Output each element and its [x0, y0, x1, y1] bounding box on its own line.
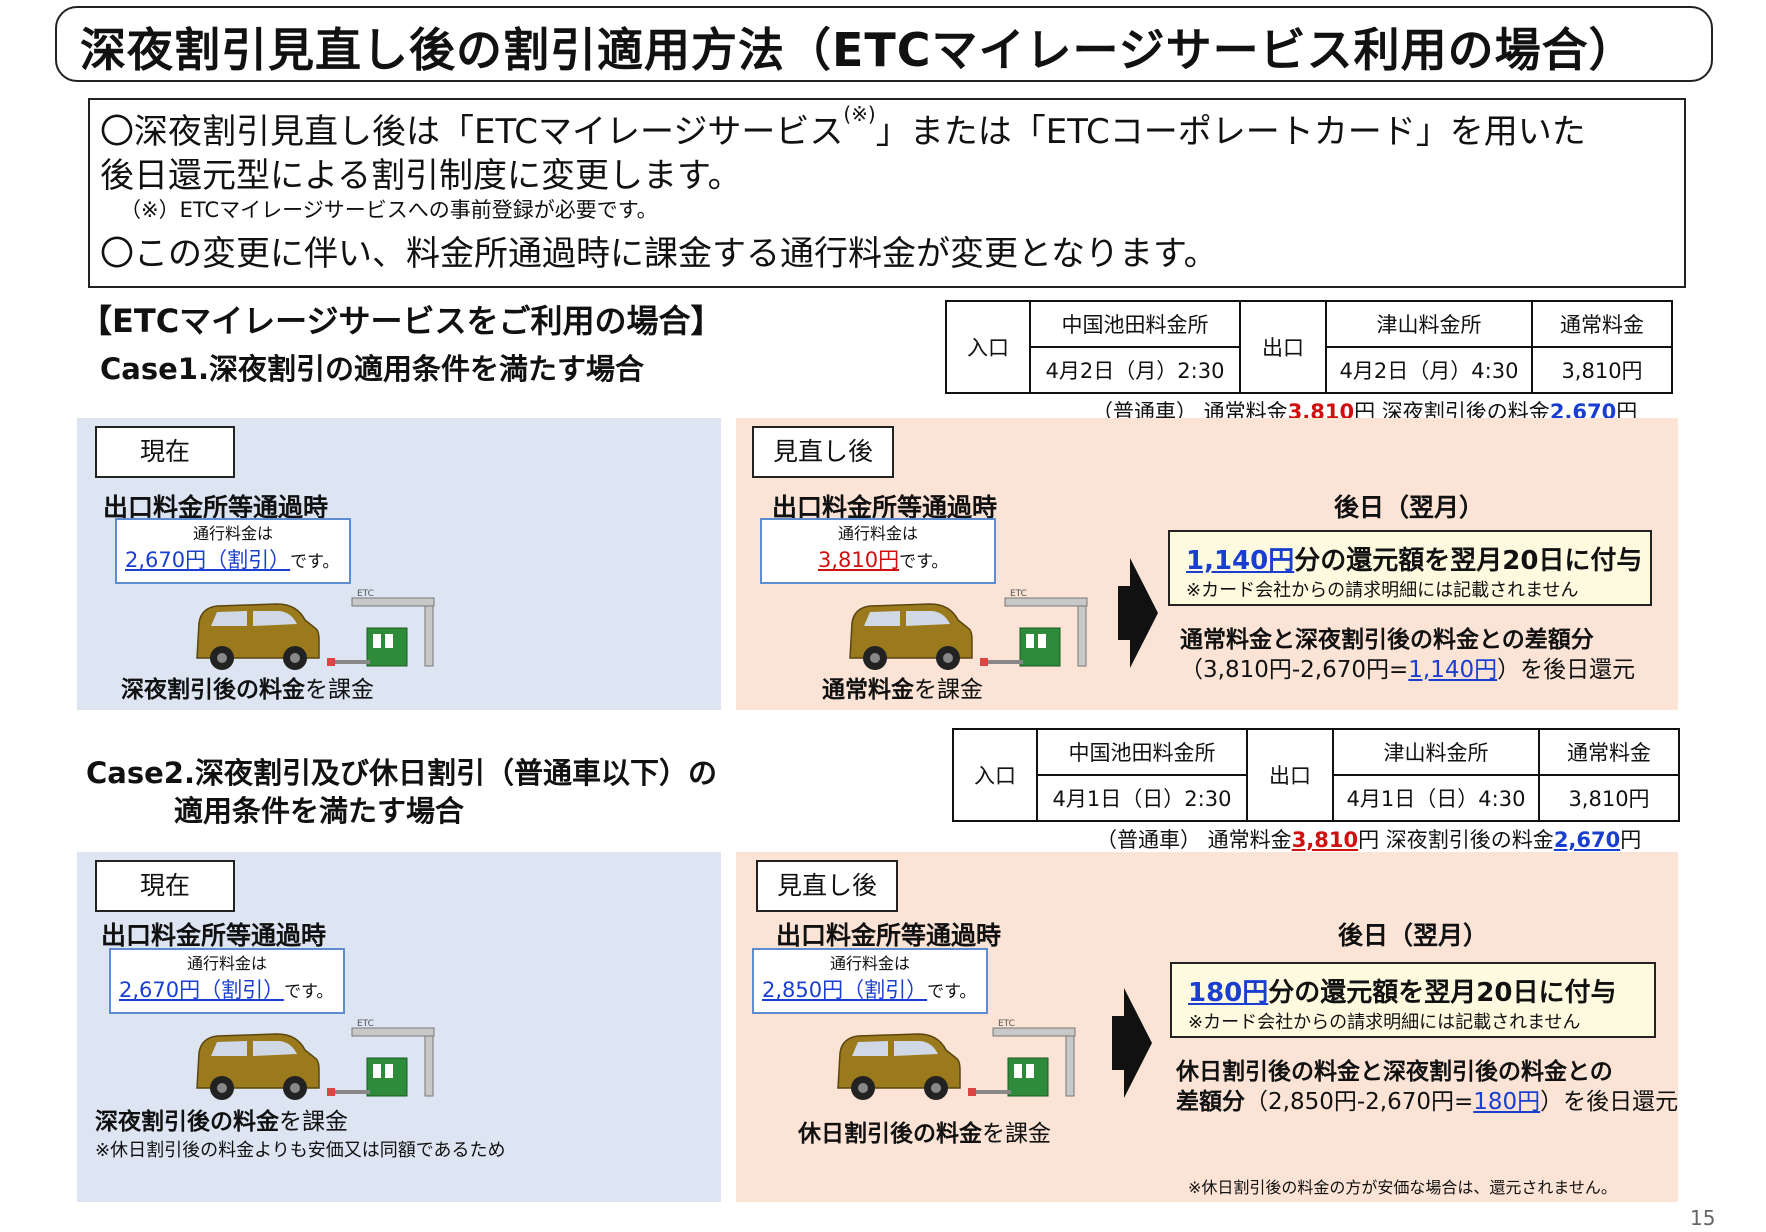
- bubble-caption: 通行料金は: [829, 954, 910, 973]
- page-title: 深夜割引見直し後の割引適用方法（ETCマイレージサービス利用の場合）: [80, 23, 1636, 77]
- intro-line-2: 後日還元型による割引制度に変更します。: [100, 156, 742, 196]
- case1-revised-panel: 見直し後 出口料金所等通過時 通行料金は 3,810円です。 ETC 通常料金を…: [736, 418, 1678, 710]
- current-note: ※休日割引後の料金よりも安価又は同額であるため: [95, 1140, 506, 1161]
- refund-main: 1,140円分の還元額を翌月20日に付与: [1186, 546, 1643, 576]
- entry-label: 入口: [945, 300, 1031, 394]
- toll-booth-icon: ETC: [980, 589, 1088, 667]
- intro-line-3: 〇この変更に伴い、料金所通過時に課金する通行料金が変更となります。: [100, 234, 1218, 274]
- title-frame: [55, 6, 1713, 82]
- car-icon: [196, 1033, 320, 1100]
- current-label: 現在: [95, 426, 235, 478]
- exit-passage-title: 出口料金所等通過時: [776, 921, 1002, 950]
- exit-time: 4月1日（日）4:30: [1332, 774, 1540, 822]
- booth-sign: ETC: [357, 589, 374, 599]
- case2-route-table: 入口 中国池田料金所 出口 津山料金所 通常料金 4月1日（日）2:30 4月1…: [952, 728, 1680, 822]
- revised-label: 見直し後: [756, 860, 898, 912]
- case1-route-table: 入口 中国池田料金所 出口 津山料金所 通常料金 4月2日（月）2:30 4月2…: [945, 300, 1673, 394]
- intro-note: （※）ETCマイレージサービスへの事前登録が必要です。: [120, 198, 658, 222]
- exit-name: 津山料金所: [1332, 728, 1540, 776]
- current-label: 現在: [95, 860, 235, 912]
- exit-label: 出口: [1239, 300, 1327, 394]
- footnote: ※休日割引後の料金の方が安価な場合は、還元されません。: [1188, 1178, 1617, 1197]
- exit-passage-title: 出口料金所等通過時: [103, 493, 329, 522]
- page-number: 15: [1690, 1206, 1716, 1230]
- bubble-value: 2,670円（割引）です。: [119, 978, 334, 1002]
- exit-time: 4月2日（月）4:30: [1325, 346, 1533, 394]
- exit-name: 津山料金所: [1325, 300, 1533, 348]
- car-and-booth-illustration: ETC: [196, 1019, 435, 1100]
- section-heading: 【ETCマイレージサービスをご利用の場合】: [80, 302, 723, 340]
- entry-label: 入口: [952, 728, 1038, 822]
- car-and-booth-illustration: ETC: [837, 1019, 1076, 1100]
- entry-name: 中国池田料金所: [1029, 300, 1241, 348]
- entry-time: 4月2日（月）2:30: [1029, 346, 1241, 394]
- arrow-right-icon: [1112, 988, 1152, 1098]
- booth-sign: ETC: [1010, 589, 1027, 599]
- later-title: 後日（翌月）: [1338, 921, 1489, 950]
- car-and-booth-illustration: ETC: [849, 589, 1088, 670]
- bubble-value: 2,670円（割引）です。: [125, 548, 340, 572]
- car-icon: [837, 1033, 961, 1100]
- case1-current-panel: 現在 出口料金所等通過時 通行料金は 2,670円（割引）です。 ETC 深夜割…: [77, 418, 721, 710]
- case2-current-panel: 現在 出口料金所等通過時 通行料金は 2,670円（割引）です。 ETC 深夜割…: [77, 852, 721, 1202]
- refund-note: ※カード会社からの請求明細には記載されません: [1186, 580, 1579, 601]
- normal-label: 通常料金: [1538, 728, 1680, 776]
- charge-text: 深夜割引後の料金を課金: [95, 1109, 348, 1135]
- exit-passage-title: 出口料金所等通過時: [772, 493, 998, 522]
- bubble-caption: 通行料金は: [186, 954, 267, 973]
- bubble-value: 3,810円です。: [818, 548, 949, 572]
- entry-name: 中国池田料金所: [1036, 728, 1248, 776]
- case2-title-line-1: Case2.深夜割引及び休日割引（普通車以下）の: [86, 756, 717, 790]
- toll-booth-icon: ETC: [327, 589, 435, 667]
- toll-booth-icon: ETC: [327, 1019, 435, 1097]
- car-icon: [849, 603, 973, 670]
- diff-line-1: 休日割引後の料金と深夜割引後の料金との: [1176, 1059, 1613, 1085]
- case1-title: Case1.深夜割引の適用条件を満たす場合: [100, 352, 644, 386]
- normal-value: 3,810円: [1531, 346, 1673, 394]
- refund-box: 1,140円分の還元額を翌月20日に付与 ※カード会社からの請求明細には記載され…: [1168, 530, 1652, 606]
- bubble-value: 2,850円（割引）です。: [762, 978, 977, 1002]
- fare-bubble: 通行料金は 2,850円（割引）です。: [752, 948, 988, 1014]
- refund-note: ※カード会社からの請求明細には記載されません: [1188, 1012, 1581, 1033]
- booth-sign: ETC: [357, 1019, 374, 1029]
- charge-text: 通常料金を課金: [822, 677, 983, 703]
- intro-line-1: 〇深夜割引見直し後は「ETCマイレージサービス(※)」または「ETCコーポレート…: [100, 102, 1586, 152]
- exit-passage-title: 出口料金所等通過時: [101, 921, 327, 950]
- fare-bubble: 通行料金は 2,670円（割引）です。: [109, 948, 345, 1014]
- car-icon: [196, 603, 320, 670]
- car-and-booth-illustration: ETC: [196, 589, 435, 670]
- normal-label: 通常料金: [1531, 300, 1673, 348]
- refund-box: 180円分の還元額を翌月20日に付与 ※カード会社からの請求明細には記載されませ…: [1170, 962, 1656, 1038]
- exit-label: 出口: [1246, 728, 1334, 822]
- later-title: 後日（翌月）: [1334, 493, 1485, 522]
- case2-title-line-2: 適用条件を満たす場合: [174, 794, 465, 828]
- diff-line-2: （3,810円-2,670円=1,140円）を後日還元: [1180, 657, 1636, 683]
- bubble-caption: 通行料金は: [837, 524, 918, 543]
- arrow-right-icon: [1118, 558, 1158, 668]
- refund-main: 180円分の還元額を翌月20日に付与: [1188, 978, 1617, 1008]
- revised-label: 見直し後: [752, 426, 894, 478]
- case2-fare-note: （普通車） 通常料金3,810円 深夜割引後の料金2,670円: [1096, 828, 1642, 852]
- charge-text: 深夜割引後の料金を課金: [121, 677, 374, 703]
- diff-line-1: 通常料金と深夜割引後の料金との差額分: [1180, 627, 1594, 653]
- toll-booth-icon: ETC: [968, 1019, 1076, 1097]
- booth-sign: ETC: [998, 1019, 1015, 1029]
- case2-revised-panel: 見直し後 出口料金所等通過時 通行料金は 2,850円（割引）です。 ETC 休…: [736, 852, 1678, 1202]
- intro-box: 〇深夜割引見直し後は「ETCマイレージサービス(※)」または「ETCコーポレート…: [88, 98, 1686, 288]
- diff-line-2: 差額分（2,850円-2,670円=180円）を後日還元: [1176, 1089, 1679, 1115]
- charge-text: 休日割引後の料金を課金: [798, 1121, 1051, 1147]
- fare-bubble: 通行料金は 3,810円です。: [760, 518, 996, 584]
- bubble-caption: 通行料金は: [192, 524, 273, 543]
- entry-time: 4月1日（日）2:30: [1036, 774, 1248, 822]
- fare-bubble: 通行料金は 2,670円（割引）です。: [115, 518, 351, 584]
- normal-value: 3,810円: [1538, 774, 1680, 822]
